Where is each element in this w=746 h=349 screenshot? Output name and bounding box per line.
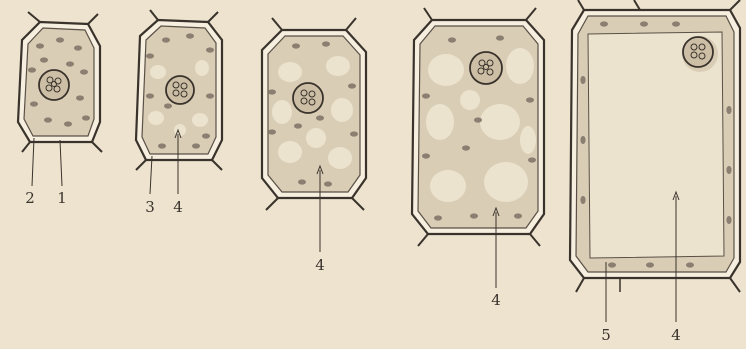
cell-stage-5: 5 4 bbox=[570, 0, 740, 344]
nucleus bbox=[293, 83, 323, 113]
label-cytoplasm-layer: 5 bbox=[601, 326, 611, 344]
label-vacuole: 4 bbox=[491, 291, 501, 309]
nucleus bbox=[470, 52, 502, 84]
cell-stage-4: 4 bbox=[412, 8, 544, 309]
label-leaders bbox=[32, 138, 62, 186]
nucleus bbox=[39, 70, 69, 100]
label-vacuole-membrane: 3 bbox=[145, 198, 155, 216]
label-vacuole: 4 bbox=[315, 256, 325, 274]
cell-stage-1: 2 1 bbox=[18, 12, 102, 207]
cell-stage-3: 4 bbox=[262, 18, 366, 274]
label-cell-wall: 2 bbox=[25, 189, 35, 207]
label-vacuole: 4 bbox=[173, 198, 183, 216]
label-central-vacuole: 4 bbox=[671, 326, 681, 344]
nucleus bbox=[682, 36, 718, 72]
cell-stage-2: 3 4 bbox=[136, 10, 222, 216]
label-cytoplasm: 1 bbox=[57, 189, 67, 207]
nucleus bbox=[166, 76, 194, 104]
